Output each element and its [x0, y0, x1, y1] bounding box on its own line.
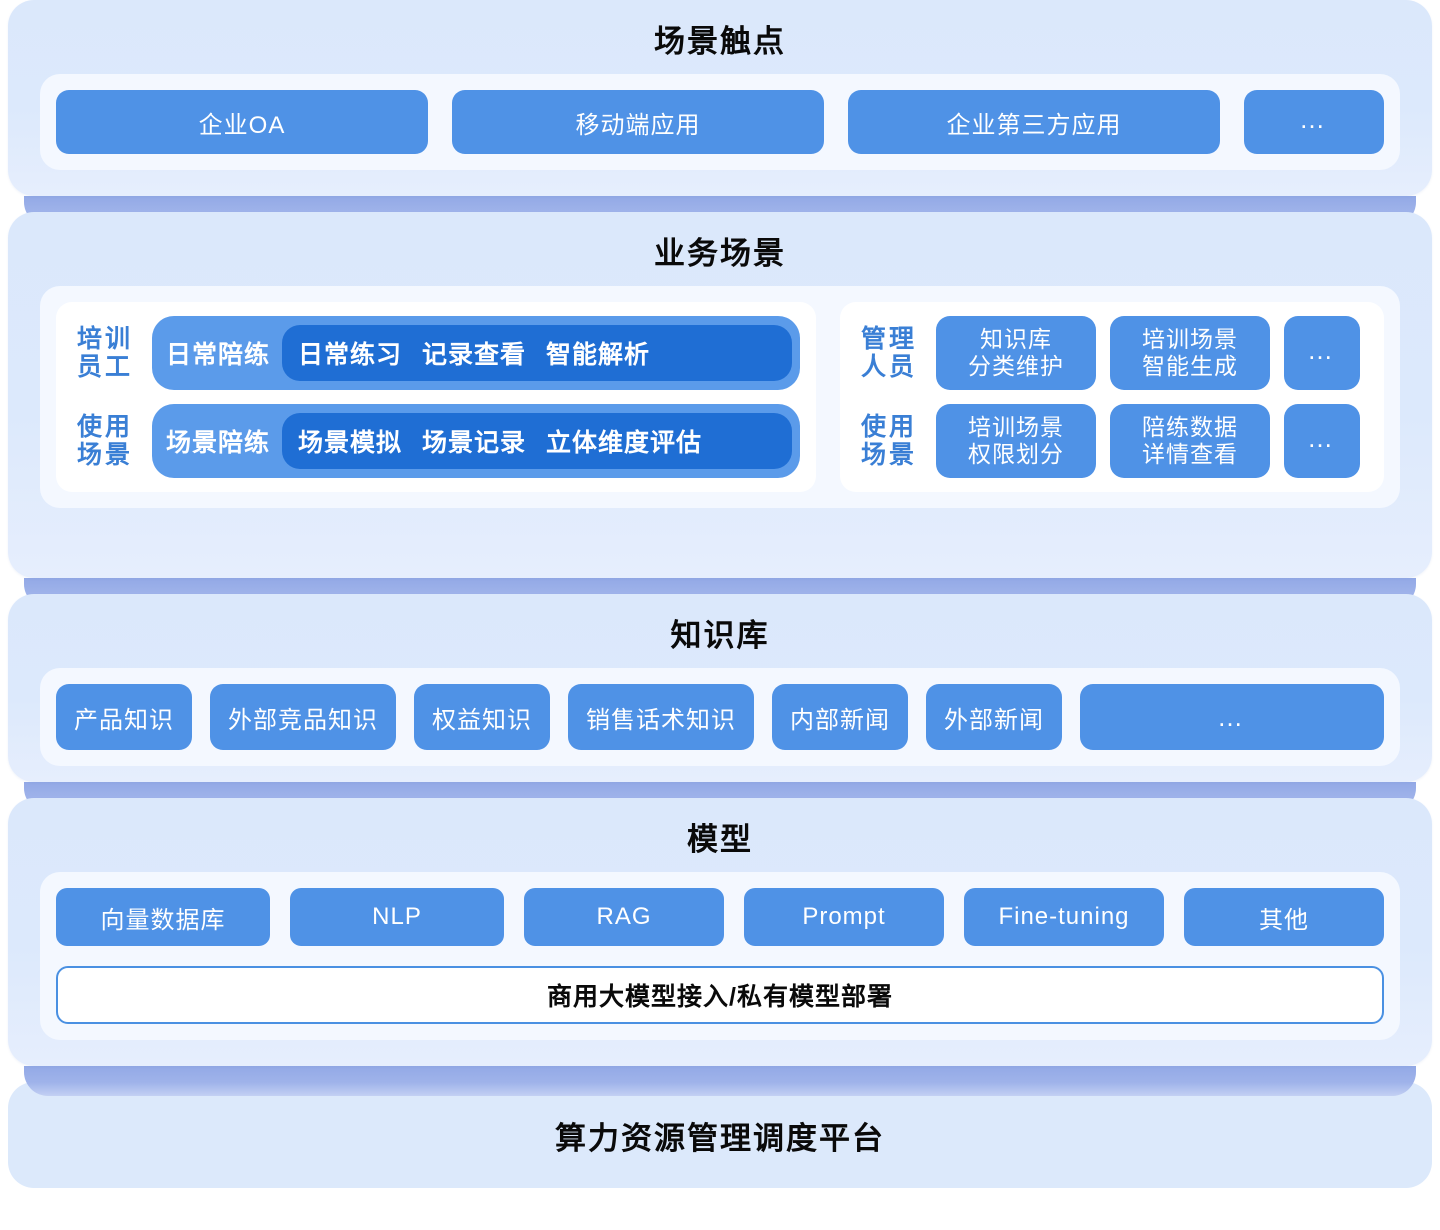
chip-line-1: 陪练数据	[1142, 413, 1238, 440]
chip-line-2: 详情查看	[1142, 441, 1238, 467]
scenario-pill-daily-coaching[interactable]: 日常陪练 日常练习 记录查看 智能解析	[152, 316, 800, 390]
layer-title: 场景触点	[654, 24, 786, 59]
scenario-row-usage-scenario-right: 使用 场景 培训场景 权限划分 陪练数据 详情查看 …	[856, 404, 1368, 478]
knowledge-chip-more[interactable]: …	[1080, 684, 1384, 750]
label-line-2: 员工	[76, 353, 133, 381]
pill-item-multi-dimension-eval[interactable]: 立体维度评估	[546, 429, 703, 457]
inner-card: 企业OA 移动端应用 企业第三方应用 …	[40, 74, 1400, 170]
compute-platform-title: 算力资源管理调度平台	[555, 1120, 885, 1156]
pill-head-label: 日常陪练	[166, 341, 271, 369]
touchpoint-chip-third-party-app[interactable]: 企业第三方应用	[848, 90, 1220, 154]
usage-chip-coaching-data-detail[interactable]: 陪练数据 详情查看	[1110, 404, 1270, 478]
scenario-row-usage-scenario-left: 使用 场景 场景陪练 场景模拟 场景记录 立体维度评估	[72, 404, 800, 478]
layer-panel: 模型 向量数据库 NLP RAG Prompt Fine-tuning 其他 商…	[8, 798, 1432, 1066]
layer-panel: 业务场景 培训 员工 日常陪练 日常练	[8, 212, 1432, 578]
knowledge-chip-external-news[interactable]: 外部新闻	[926, 684, 1062, 750]
pill-item-scene-record[interactable]: 场景记录	[422, 429, 527, 457]
usage-chip-training-scene-permission[interactable]: 培训场景 权限划分	[936, 404, 1096, 478]
chip-line-1: 培训场景	[1142, 325, 1238, 352]
scenario-pill-scene-coaching[interactable]: 场景陪练 场景模拟 场景记录 立体维度评估	[152, 404, 800, 478]
admin-chip-training-scene-generation[interactable]: 培训场景 智能生成	[1110, 316, 1270, 390]
touchpoint-chip-mobile-app[interactable]: 移动端应用	[452, 90, 824, 154]
business-right-card: 管理 人员 知识库 分类维护 培训场景 智能生成 …	[840, 302, 1384, 492]
inner-card: 产品知识 外部竞品知识 权益知识 销售话术知识 内部新闻 外部新闻 …	[40, 668, 1400, 766]
chip-line-1: 培训场景	[968, 413, 1064, 440]
pill-inner-group: 场景模拟 场景记录 立体维度评估	[282, 413, 792, 469]
knowledge-chip-product[interactable]: 产品知识	[56, 684, 192, 750]
scenario-row-label: 培训 员工	[72, 316, 138, 390]
chip-line-2: 权限划分	[968, 441, 1064, 467]
chip-line-2: 智能生成	[1142, 353, 1238, 379]
business-columns: 培训 员工 日常陪练 日常练习 记录查看 智能解析	[56, 302, 1384, 492]
layer-title: 业务场景	[654, 236, 786, 271]
model-chip-other[interactable]: 其他	[1184, 888, 1384, 946]
model-deployment-bar[interactable]: 商用大模型接入/私有模型部署	[56, 966, 1384, 1024]
layer-scene-touchpoints: 场景触点 企业OA 移动端应用 企业第三方应用 …	[0, 0, 1440, 226]
knowledge-chip-sales-script[interactable]: 销售话术知识	[568, 684, 754, 750]
inner-card: 向量数据库 NLP RAG Prompt Fine-tuning 其他 商用大模…	[40, 872, 1400, 1040]
scenario-row-label: 管理 人员	[856, 316, 922, 390]
usage-chip-more[interactable]: …	[1284, 404, 1360, 478]
label-line-1: 使用	[76, 413, 133, 441]
pill-item-record-view[interactable]: 记录查看	[422, 341, 527, 369]
pill-item-scene-simulation[interactable]: 场景模拟	[298, 429, 403, 457]
inner-card: 培训 员工 日常陪练 日常练习 记录查看 智能解析	[40, 286, 1400, 508]
knowledge-chip-benefits[interactable]: 权益知识	[414, 684, 550, 750]
label-line-1: 管理	[860, 325, 917, 353]
layer-title: 模型	[687, 822, 753, 857]
layer-shadow-band	[24, 1066, 1416, 1096]
pill-head-label: 场景陪练	[166, 429, 271, 457]
layer-title: 知识库	[670, 618, 770, 653]
knowledge-row: 产品知识 外部竞品知识 权益知识 销售话术知识 内部新闻 外部新闻 …	[56, 684, 1384, 750]
touchpoint-row: 企业OA 移动端应用 企业第三方应用 …	[56, 90, 1384, 154]
model-chip-prompt[interactable]: Prompt	[744, 888, 944, 946]
pill-inner-group: 日常练习 记录查看 智能解析	[282, 325, 792, 381]
label-line-1: 培训	[76, 325, 133, 353]
layer-knowledge-base: 知识库 产品知识 外部竞品知识 权益知识 销售话术知识 内部新闻 外部新闻 …	[0, 594, 1440, 812]
touchpoint-chip-more[interactable]: …	[1244, 90, 1384, 154]
knowledge-chip-competitor[interactable]: 外部竞品知识	[210, 684, 396, 750]
model-chip-vector-db[interactable]: 向量数据库	[56, 888, 270, 946]
label-line-1: 使用	[860, 413, 917, 441]
layer-model: 模型 向量数据库 NLP RAG Prompt Fine-tuning 其他 商…	[0, 798, 1440, 1096]
chip-line-1: 知识库	[980, 325, 1052, 352]
layer-compute-platform: 算力资源管理调度平台	[0, 1082, 1440, 1194]
model-row: 向量数据库 NLP RAG Prompt Fine-tuning 其他	[56, 888, 1384, 946]
model-chip-nlp[interactable]: NLP	[290, 888, 504, 946]
layer-business-scenarios: 业务场景 培训 员工 日常陪练 日常练	[0, 212, 1440, 608]
scenario-row-admin-staff: 管理 人员 知识库 分类维护 培训场景 智能生成 …	[856, 316, 1368, 390]
model-chip-rag[interactable]: RAG	[524, 888, 724, 946]
model-chip-fine-tuning[interactable]: Fine-tuning	[964, 888, 1164, 946]
admin-chip-kb-category-maintenance[interactable]: 知识库 分类维护	[936, 316, 1096, 390]
label-line-2: 人员	[860, 353, 917, 381]
scenario-row-label: 使用 场景	[72, 404, 138, 478]
pill-item-smart-analysis[interactable]: 智能解析	[546, 341, 651, 369]
compute-platform-panel: 算力资源管理调度平台	[8, 1082, 1432, 1188]
layer-panel: 知识库 产品知识 外部竞品知识 权益知识 销售话术知识 内部新闻 外部新闻 …	[8, 594, 1432, 782]
scenario-row-training-staff: 培训 员工 日常陪练 日常练习 记录查看 智能解析	[72, 316, 800, 390]
knowledge-chip-internal-news[interactable]: 内部新闻	[772, 684, 908, 750]
scenario-row-label: 使用 场景	[856, 404, 922, 478]
pill-item-daily-practice[interactable]: 日常练习	[298, 341, 403, 369]
touchpoint-chip-enterprise-oa[interactable]: 企业OA	[56, 90, 428, 154]
label-line-2: 场景	[860, 441, 917, 469]
business-left-card: 培训 员工 日常陪练 日常练习 记录查看 智能解析	[56, 302, 816, 492]
layer-panel: 场景触点 企业OA 移动端应用 企业第三方应用 …	[8, 0, 1432, 196]
label-line-2: 场景	[76, 441, 133, 469]
chip-line-2: 分类维护	[968, 353, 1064, 379]
admin-chip-more[interactable]: …	[1284, 316, 1360, 390]
